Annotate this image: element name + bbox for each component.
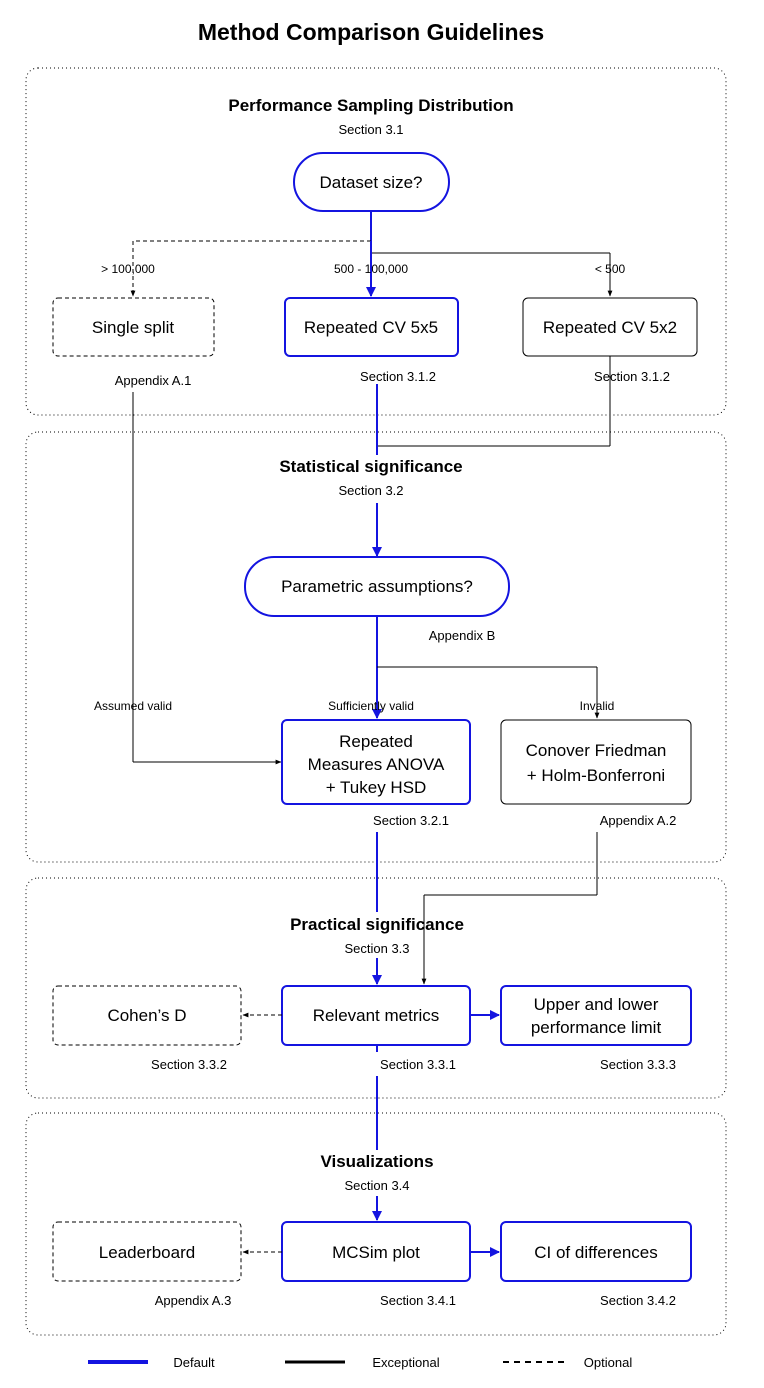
conover-label-line1: Conover Friedman [526,741,667,760]
anova-node [281,719,471,805]
ci-diff-ref: Section 3.4.2 [600,1293,676,1308]
ci-diff-node [500,1221,692,1282]
section-practical-title: Practical significance [290,915,464,934]
leaderboard-ref: Appendix A.3 [155,1293,232,1308]
anova-label-line2: Measures ANOVA [308,755,445,774]
perf-limit-node [500,985,692,1046]
legend: Default Exceptional Optional [88,1355,632,1370]
edge-label-invalid: Invalid [580,699,615,713]
section-sampling-title: Performance Sampling Distribution [228,96,513,115]
single-split-ref: Appendix A.1 [115,373,192,388]
cohens-d-node [52,985,242,1046]
repeated-cv-5x2-ref: Section 3.1.2 [594,369,670,384]
diagram-title: Method Comparison Guidelines [198,19,544,45]
mcsim-ref: Section 3.4.1 [380,1293,456,1308]
parametric-ref: Appendix B [429,628,496,643]
cohens-d-ref: Section 3.3.2 [151,1057,227,1072]
mcsim-label: MCSim plot [332,1243,420,1262]
section-practical-ref: Section 3.3 [344,941,409,956]
single-split-label: Single split [92,318,174,337]
repeated-cv-5x5-node [284,297,459,357]
anova-label-line1: Repeated [339,732,413,751]
section-sampling-container [25,67,727,416]
single-split-node [52,297,215,357]
edge-label-500-100000: 500 - 100,000 [334,262,408,276]
edge-label-gt-100000: > 100,000 [101,262,155,276]
ci-diff-label: CI of differences [534,1243,657,1262]
edge-label-lt-500: < 500 [595,262,626,276]
dataset-size-label: Dataset size? [320,173,423,192]
relevant-metrics-ref: Section 3.3.1 [380,1057,456,1072]
repeated-cv-5x2-label: Repeated CV 5x2 [543,318,677,337]
leaderboard-label: Leaderboard [99,1243,195,1262]
anova-ref: Section 3.2.1 [373,813,449,828]
conover-label-line2: + Holm-Bonferroni [527,766,665,785]
section-sampling-ref: Section 3.1 [338,122,403,137]
legend-optional-label: Optional [584,1355,633,1370]
perf-limit-ref: Section 3.3.3 [600,1057,676,1072]
legend-default-label: Default [173,1355,215,1370]
legend-exceptional-label: Exceptional [372,1355,439,1370]
anova-label-line3: + Tukey HSD [326,778,427,797]
section-practical-container [25,877,727,1099]
section-statistical-ref: Section 3.2 [338,483,403,498]
edge-label-sufficiently-valid: Sufficiently valid [328,699,414,713]
repeated-cv-5x5-ref: Section 3.1.2 [360,369,436,384]
perf-limit-label-line2: performance limit [531,1018,662,1037]
relevant-metrics-label: Relevant metrics [313,1006,440,1025]
section-statistical-title: Statistical significance [279,457,462,476]
conover-node [500,719,692,805]
section-visualizations-ref: Section 3.4 [344,1178,409,1193]
perf-limit-label-line1: Upper and lower [534,995,659,1014]
repeated-cv-5x5-label: Repeated CV 5x5 [304,318,438,337]
cohens-d-label: Cohen’s D [107,1006,186,1025]
conover-ref: Appendix A.2 [600,813,677,828]
edge-label-assumed-valid: Assumed valid [94,699,172,713]
section-visualizations-title: Visualizations [320,1152,433,1171]
leaderboard-node [52,1221,242,1282]
parametric-label: Parametric assumptions? [281,577,473,596]
